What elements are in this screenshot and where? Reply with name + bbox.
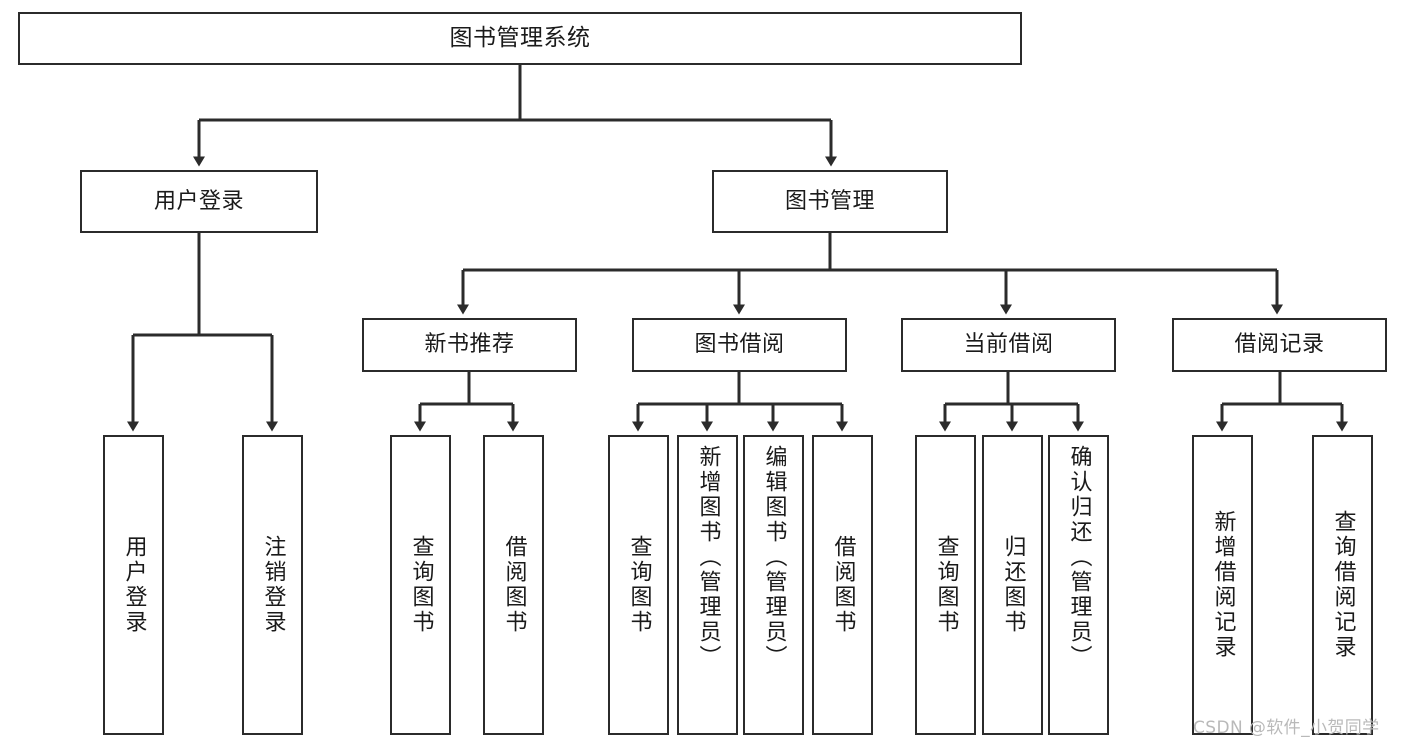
node-root-system[interactable]: 图书管理系统 — [18, 12, 1022, 65]
node-label: 借阅图书 — [501, 535, 527, 635]
node-label: 用户登录 — [121, 535, 147, 635]
node-label: 图书管理系统 — [449, 25, 591, 52]
leaf-return-book[interactable]: 归还图书 — [982, 435, 1043, 735]
node-label: 当前借阅 — [963, 332, 1054, 358]
node-label: 图书借阅 — [694, 332, 785, 358]
node-label: 注销登录 — [260, 535, 286, 635]
node-label: 借阅图书 — [830, 535, 856, 635]
leaf-borrow-book-recommend[interactable]: 借阅图书 — [483, 435, 544, 735]
node-label: 新增图书（管理员） — [695, 445, 721, 670]
leaf-query-book-borrow[interactable]: 查询图书 — [608, 435, 669, 735]
leaf-borrow-book[interactable]: 借阅图书 — [812, 435, 873, 735]
leaf-user-login[interactable]: 用户登录 — [103, 435, 164, 735]
watermark-text: CSDN @软件_小贺同学 — [1193, 718, 1380, 738]
leaf-edit-book-admin[interactable]: 编辑图书（管理员） — [743, 435, 804, 735]
node-user-login[interactable]: 用户登录 — [80, 170, 318, 233]
node-label: 新增借阅记录 — [1210, 510, 1236, 660]
node-label: 新书推荐 — [424, 332, 515, 358]
node-label: 查询图书 — [408, 535, 434, 635]
node-label: 查询图书 — [626, 535, 652, 635]
node-book-borrow[interactable]: 图书借阅 — [632, 318, 847, 372]
node-label: 编辑图书（管理员） — [761, 445, 787, 670]
leaf-logout-login[interactable]: 注销登录 — [242, 435, 303, 735]
leaf-add-book-admin[interactable]: 新增图书（管理员） — [677, 435, 738, 735]
node-label: 归还图书 — [1000, 535, 1026, 635]
node-borrow-record[interactable]: 借阅记录 — [1172, 318, 1387, 372]
leaf-query-book-current[interactable]: 查询图书 — [915, 435, 976, 735]
node-label: 查询图书 — [933, 535, 959, 635]
node-book-manage[interactable]: 图书管理 — [712, 170, 948, 233]
leaf-query-book-recommend[interactable]: 查询图书 — [390, 435, 451, 735]
node-label: 查询借阅记录 — [1330, 510, 1356, 660]
node-current-borrow[interactable]: 当前借阅 — [901, 318, 1116, 372]
leaf-add-borrow-record[interactable]: 新增借阅记录 — [1192, 435, 1253, 735]
node-label: 确认归还（管理员） — [1066, 445, 1092, 670]
leaf-confirm-return-admin[interactable]: 确认归还（管理员） — [1048, 435, 1109, 735]
node-new-book-recommend[interactable]: 新书推荐 — [362, 318, 577, 372]
node-label: 用户登录 — [153, 188, 244, 214]
leaf-query-borrow-record[interactable]: 查询借阅记录 — [1312, 435, 1373, 735]
node-label: 借阅记录 — [1234, 332, 1325, 358]
node-label: 图书管理 — [784, 188, 875, 214]
